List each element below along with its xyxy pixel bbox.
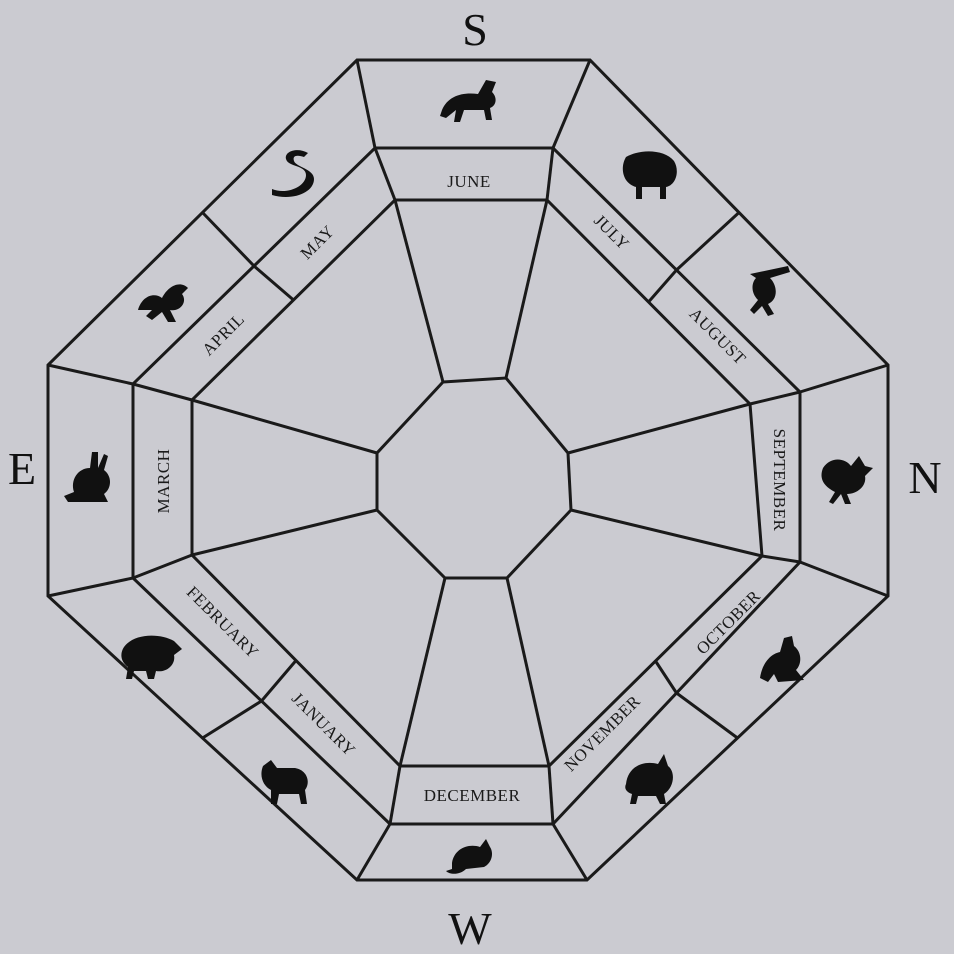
dragon-icon-shape [138, 284, 188, 322]
radial-divider-inner [571, 510, 762, 556]
tiger-icon [121, 636, 182, 679]
sheep-icon-shape [623, 151, 677, 199]
rooster-icon-shape [822, 456, 874, 504]
rooster-icon [822, 456, 874, 504]
radial-divider-band [390, 766, 400, 824]
radial-divider-inner [568, 404, 750, 453]
pig-icon-shape [625, 754, 673, 804]
cell-divider-band [262, 661, 297, 702]
month-label-march: MARCH [154, 449, 173, 514]
radial-divider-band [133, 555, 192, 578]
cell-divider-outer [677, 213, 740, 271]
radial-divider-inner [400, 578, 445, 766]
cell-divider-outer [203, 213, 255, 267]
radial-divider-outer [48, 578, 133, 596]
snake-icon-shape [272, 150, 314, 197]
radial-divider-outer [800, 365, 888, 392]
compass-south-label: S [462, 4, 488, 55]
month-label-july: JULY [590, 211, 633, 254]
radial-divider-inner [506, 200, 547, 378]
radial-divider-outer [800, 562, 888, 596]
radial-divider-outer [357, 60, 375, 148]
month-label-august: AUGUST [685, 304, 749, 368]
horse-icon-shape [440, 80, 496, 122]
radial-divider-inner [192, 400, 377, 453]
rat-icon [446, 839, 492, 874]
radial-divider-outer [48, 365, 133, 384]
compass-north-label: N [908, 452, 941, 503]
month-label-february: FEBRUARY [183, 582, 263, 662]
month-label-may: MAY [297, 222, 338, 263]
center-octagon [377, 378, 571, 578]
snake-icon [272, 150, 314, 197]
radial-divider-band [762, 556, 800, 562]
monkey-icon [750, 266, 790, 316]
radial-divider-inner [395, 200, 443, 382]
rabbit-icon-shape [64, 452, 110, 502]
radial-divider-outer [357, 824, 390, 880]
dog-icon [760, 636, 804, 682]
month-label-january: JANUARY [288, 689, 359, 760]
radial-divider-band [133, 384, 192, 400]
month-label-june: JUNE [447, 172, 491, 191]
rat-icon-shape [446, 839, 492, 874]
cell-divider-outer [203, 701, 262, 738]
cell-divider-band [254, 266, 294, 300]
cell-divider-band [649, 270, 677, 302]
compass-east-label: E [8, 443, 36, 494]
radial-divider-band [547, 148, 553, 200]
radial-divider-inner [192, 510, 377, 555]
month-label-september: SEPTEMBER [770, 429, 789, 532]
cell-divider-band [656, 661, 677, 693]
dog-icon-shape [760, 636, 804, 682]
rabbit-icon [64, 452, 110, 502]
radial-divider-outer [553, 824, 587, 880]
radial-divider-band [750, 392, 800, 404]
month-label-november: NOVEMBER [560, 691, 644, 775]
radial-divider-inner [507, 578, 549, 766]
dragon-icon [138, 284, 188, 322]
radial-divider-band [375, 148, 395, 200]
horse-icon [440, 80, 496, 122]
month-label-october: OCTOBER [692, 586, 764, 658]
compass-west-label: W [448, 903, 492, 954]
radial-divider-band [549, 766, 553, 824]
cell-divider-outer [677, 693, 738, 738]
radial-divider-outer [553, 60, 590, 148]
month-label-december: DECEMBER [424, 786, 521, 805]
monkey-icon-shape [750, 266, 790, 316]
tiger-icon-shape [121, 636, 182, 679]
pig-icon [625, 754, 673, 804]
sheep-icon [623, 151, 677, 199]
